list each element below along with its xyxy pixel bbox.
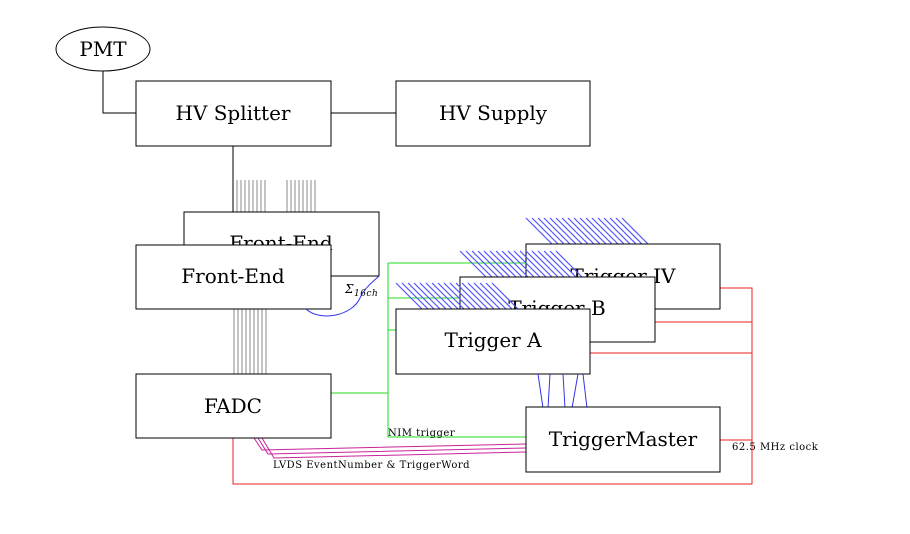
hatch-line xyxy=(525,250,553,278)
hatch-line xyxy=(513,250,541,278)
hatch-line xyxy=(407,282,435,310)
front-end-box xyxy=(135,244,332,310)
clock-lines xyxy=(232,287,753,485)
hatch-line xyxy=(573,217,601,245)
hatch-line xyxy=(459,250,487,278)
nim-trigger-lines xyxy=(331,262,526,438)
hatch-line xyxy=(465,250,493,278)
hatch-line xyxy=(555,250,583,278)
trigger-a-label: Trigger A xyxy=(444,328,542,352)
hatch-line xyxy=(449,282,477,310)
hatch-line xyxy=(501,250,529,278)
hatch-line xyxy=(531,217,559,245)
pmt-label: PMT xyxy=(79,37,127,61)
hatch-line xyxy=(597,217,625,245)
hatch-line xyxy=(495,250,523,278)
hatch-line xyxy=(519,250,547,278)
trigger-master-box xyxy=(525,406,721,473)
hv-splitter-label: HV Splitter xyxy=(175,101,290,125)
hatch-line xyxy=(585,217,613,245)
hatch-line xyxy=(609,217,637,245)
trigger-b-hatch xyxy=(459,250,583,278)
hatch-line xyxy=(525,217,553,245)
hatch-line xyxy=(479,282,507,310)
trigger-a-hatch xyxy=(395,282,519,310)
hatch-line xyxy=(477,250,505,278)
trigger-master-label: TriggerMaster xyxy=(549,427,698,451)
hatch-line xyxy=(537,217,565,245)
hatch-line xyxy=(489,250,517,278)
hatch-line xyxy=(543,217,571,245)
frontend-to-fadc-cables xyxy=(233,309,267,375)
hatch-line xyxy=(401,282,429,310)
hatch-line xyxy=(473,282,501,310)
sum-subscript: 16ch xyxy=(354,289,378,299)
hatch-line xyxy=(507,250,535,278)
sum-symbol: Σ xyxy=(344,282,354,296)
hatch-line xyxy=(555,217,583,245)
sum-curve xyxy=(305,275,380,317)
hatch-line xyxy=(561,217,589,245)
hatch-line xyxy=(621,217,649,245)
sum-label: Σ16ch xyxy=(344,282,378,299)
hatch-line xyxy=(491,282,519,310)
clock-label: 62.5 MHz clock xyxy=(732,442,819,453)
fadc-box xyxy=(135,373,332,439)
hatch-line xyxy=(395,282,423,310)
hatch-line xyxy=(549,250,577,278)
hatch-line xyxy=(471,250,499,278)
hatch-line xyxy=(431,282,459,310)
hatch-line xyxy=(419,282,447,310)
hv-supply-box xyxy=(395,80,591,147)
hv-supply-label: HV Supply xyxy=(439,101,548,125)
trigger-to-master-lines xyxy=(537,373,588,409)
pmt-node xyxy=(55,26,151,72)
lvds-lines xyxy=(253,437,527,459)
cable-bundle-right xyxy=(286,180,316,212)
hatch-line xyxy=(461,282,489,310)
pmt-to-splitter-wire xyxy=(102,71,136,114)
hv-splitter-box xyxy=(135,80,332,147)
hatch-line xyxy=(615,217,643,245)
hatch-line xyxy=(603,217,631,245)
hatch-line xyxy=(543,250,571,278)
hatch-line xyxy=(413,282,441,310)
fadc-label: FADC xyxy=(204,394,262,418)
nim-trigger-label: NIM trigger xyxy=(388,428,455,439)
hatch-line xyxy=(437,282,465,310)
lvds-label: LVDS EventNumber & TriggerWord xyxy=(273,460,470,471)
hatch-line xyxy=(567,217,595,245)
hatch-line xyxy=(483,250,511,278)
hatch-line xyxy=(549,217,577,245)
trigger-iv-hatch xyxy=(525,217,649,245)
front-end-label: Front-End xyxy=(181,264,285,288)
hatch-line xyxy=(467,282,495,310)
hatch-line xyxy=(425,282,453,310)
hatch-line xyxy=(537,250,565,278)
cable-bundle-left xyxy=(236,180,266,212)
hatch-line xyxy=(531,250,559,278)
hatch-line xyxy=(579,217,607,245)
hatch-line xyxy=(591,217,619,245)
hatch-line xyxy=(485,282,513,310)
trigger-a-box xyxy=(395,308,591,375)
hatch-line xyxy=(443,282,471,310)
hatch-line xyxy=(455,282,483,310)
